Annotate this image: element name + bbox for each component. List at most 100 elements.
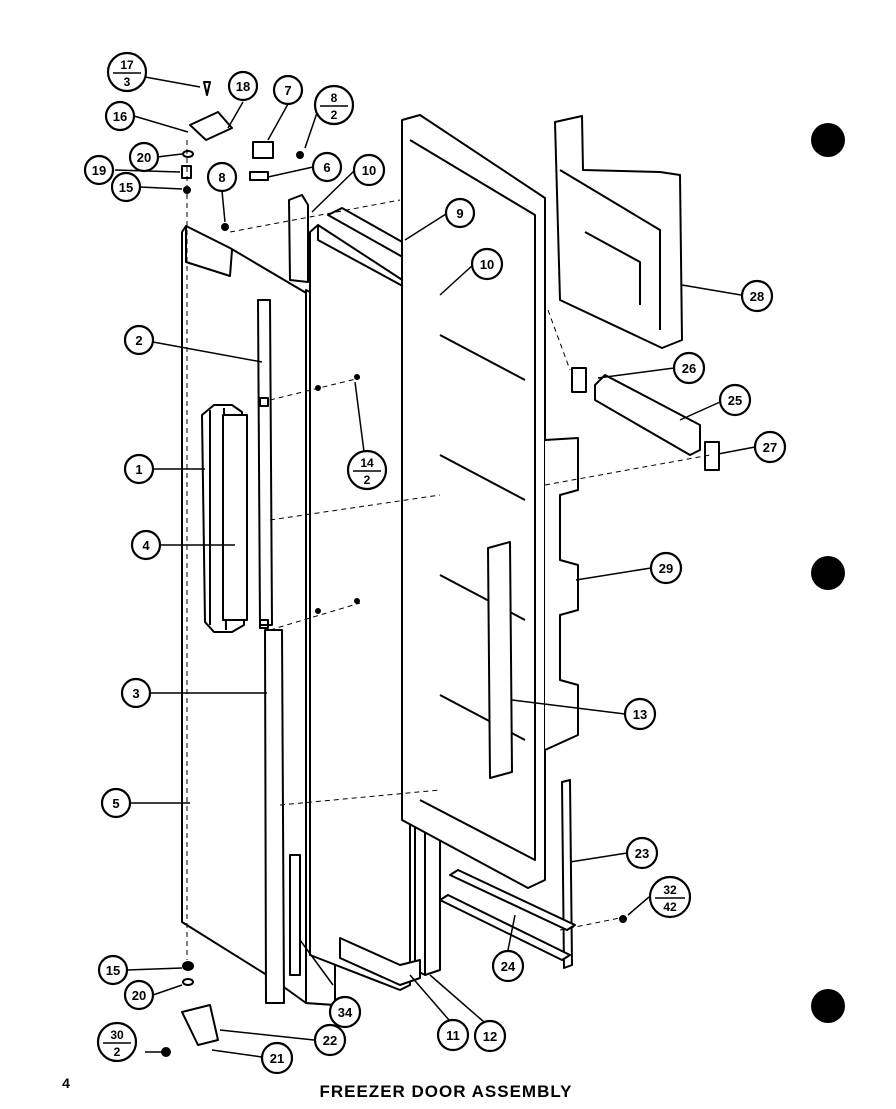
trim-strip-screw-4 xyxy=(354,598,360,604)
assembly-guide-lines xyxy=(186,140,711,960)
callout-12: 12 xyxy=(473,1019,507,1053)
callout-17-3-top: 17 xyxy=(120,58,134,72)
liner-flange xyxy=(544,437,579,751)
door-shelf-bar xyxy=(487,541,513,779)
bottom-hinge xyxy=(181,1004,219,1046)
rail-bracket xyxy=(571,367,587,393)
callout-5: 5 xyxy=(100,787,132,819)
liner-screw xyxy=(221,223,229,231)
callout-18-label: 18 xyxy=(236,79,250,94)
callout-6: 6 xyxy=(311,151,343,183)
bottom-trim-strip xyxy=(449,869,576,931)
callout-25: 25 xyxy=(718,383,752,417)
callout-29-label: 29 xyxy=(659,561,673,576)
top-hinge xyxy=(189,111,233,141)
callout-16-label: 16 xyxy=(113,109,127,124)
callout-5-label: 5 xyxy=(112,796,119,811)
callout-18: 18 xyxy=(227,70,259,102)
callout-20-bottom-label: 20 xyxy=(132,988,146,1003)
callout-20-bottom: 20 xyxy=(123,979,155,1011)
page-title: FREEZER DOOR ASSEMBLY xyxy=(319,1082,572,1101)
hinge-screw-bottom xyxy=(161,1047,171,1057)
binder-hole-middle xyxy=(811,556,845,590)
callout-24: 24 xyxy=(491,949,525,983)
callout-2-label: 2 xyxy=(135,333,142,348)
slide-rail xyxy=(594,374,701,456)
callout-9-label: 9 xyxy=(456,206,463,221)
trim-strip-screw-3 xyxy=(315,608,321,614)
callout-32-42-top: 32 xyxy=(663,883,677,897)
callout-34-label: 34 xyxy=(338,1005,353,1020)
callout-10-lower: 10 xyxy=(470,247,504,281)
hinge-cap-bottom xyxy=(182,961,194,971)
callout-15-top-label: 15 xyxy=(119,180,133,195)
trim-strip-lower xyxy=(264,629,285,1004)
callout-21-label: 21 xyxy=(270,1051,284,1066)
vertical-trim-strip xyxy=(561,779,573,969)
callout-7-label: 7 xyxy=(284,83,291,98)
callout-1: 1 xyxy=(123,453,155,485)
callout-leaders xyxy=(114,76,756,1058)
callout-26-label: 26 xyxy=(682,361,696,376)
callout-14-2: 14 2 xyxy=(346,449,388,491)
door-liner-block xyxy=(309,224,411,991)
trim-screw xyxy=(619,915,627,923)
callout-1-label: 1 xyxy=(135,462,142,477)
callout-22-label: 22 xyxy=(323,1033,337,1048)
callout-8-2: 8 2 xyxy=(313,84,355,126)
callout-23-label: 23 xyxy=(635,846,649,861)
hinge-washer-bottom xyxy=(182,978,194,986)
binder-hole-top xyxy=(811,123,845,157)
callout-13: 13 xyxy=(623,697,657,731)
callout-30-2-top: 30 xyxy=(110,1028,124,1042)
callout-2: 2 xyxy=(123,324,155,356)
callout-3-label: 3 xyxy=(132,686,139,701)
gasket-strip-left xyxy=(288,194,309,283)
callout-4: 4 xyxy=(130,529,162,561)
callout-8-2-top: 8 xyxy=(331,91,338,105)
callout-10-upper-label: 10 xyxy=(362,163,376,178)
callout-20-top-label: 20 xyxy=(137,150,151,165)
callout-14-2-bottom: 2 xyxy=(364,473,371,487)
callout-19-label: 19 xyxy=(92,163,106,178)
top-housing xyxy=(554,115,683,349)
breaker-strip-bottom xyxy=(339,937,421,986)
door-stop xyxy=(252,141,274,159)
callout-24-label: 24 xyxy=(501,959,516,974)
handle-insert xyxy=(222,414,248,621)
callout-30-2-bottom: 2 xyxy=(114,1045,121,1059)
callout-25-label: 25 xyxy=(728,393,742,408)
callout-26: 26 xyxy=(672,351,706,385)
callout-17-3-bottom: 3 xyxy=(124,75,131,89)
callout-27: 27 xyxy=(753,430,787,464)
lower-trim-badge xyxy=(289,854,301,976)
callout-9: 9 xyxy=(444,197,476,229)
callout-14-2-top: 14 xyxy=(360,456,374,470)
callout-28: 28 xyxy=(740,279,774,313)
binder-hole-bottom xyxy=(811,989,845,1023)
callout-11-label: 11 xyxy=(446,1028,460,1043)
bottom-trim-strip-lower xyxy=(439,894,571,961)
callout-8: 8 xyxy=(206,161,238,193)
trim-strip-upper xyxy=(257,299,273,629)
callout-20-top: 20 xyxy=(128,141,160,173)
callout-34: 34 xyxy=(328,995,362,1029)
callout-28-label: 28 xyxy=(750,289,764,304)
door-stop-screw xyxy=(296,151,304,159)
callout-8-label: 8 xyxy=(218,170,225,185)
callout-32-42: 32 42 xyxy=(648,875,692,919)
callout-17-3: 17 3 xyxy=(106,51,148,93)
callout-15-bottom-label: 15 xyxy=(106,963,120,978)
inner-door-liner xyxy=(401,114,546,889)
callout-15-top: 15 xyxy=(110,171,142,203)
callout-29: 29 xyxy=(649,551,683,585)
callout-10-lower-label: 10 xyxy=(480,257,494,272)
callout-10-upper: 10 xyxy=(352,153,386,187)
callout-21: 21 xyxy=(260,1041,294,1075)
page-number: 4 xyxy=(62,1075,70,1091)
callout-11: 11 xyxy=(436,1018,470,1052)
hinge-screw-top xyxy=(203,81,211,96)
callout-16: 16 xyxy=(104,100,136,132)
callout-13-label: 13 xyxy=(633,707,647,722)
